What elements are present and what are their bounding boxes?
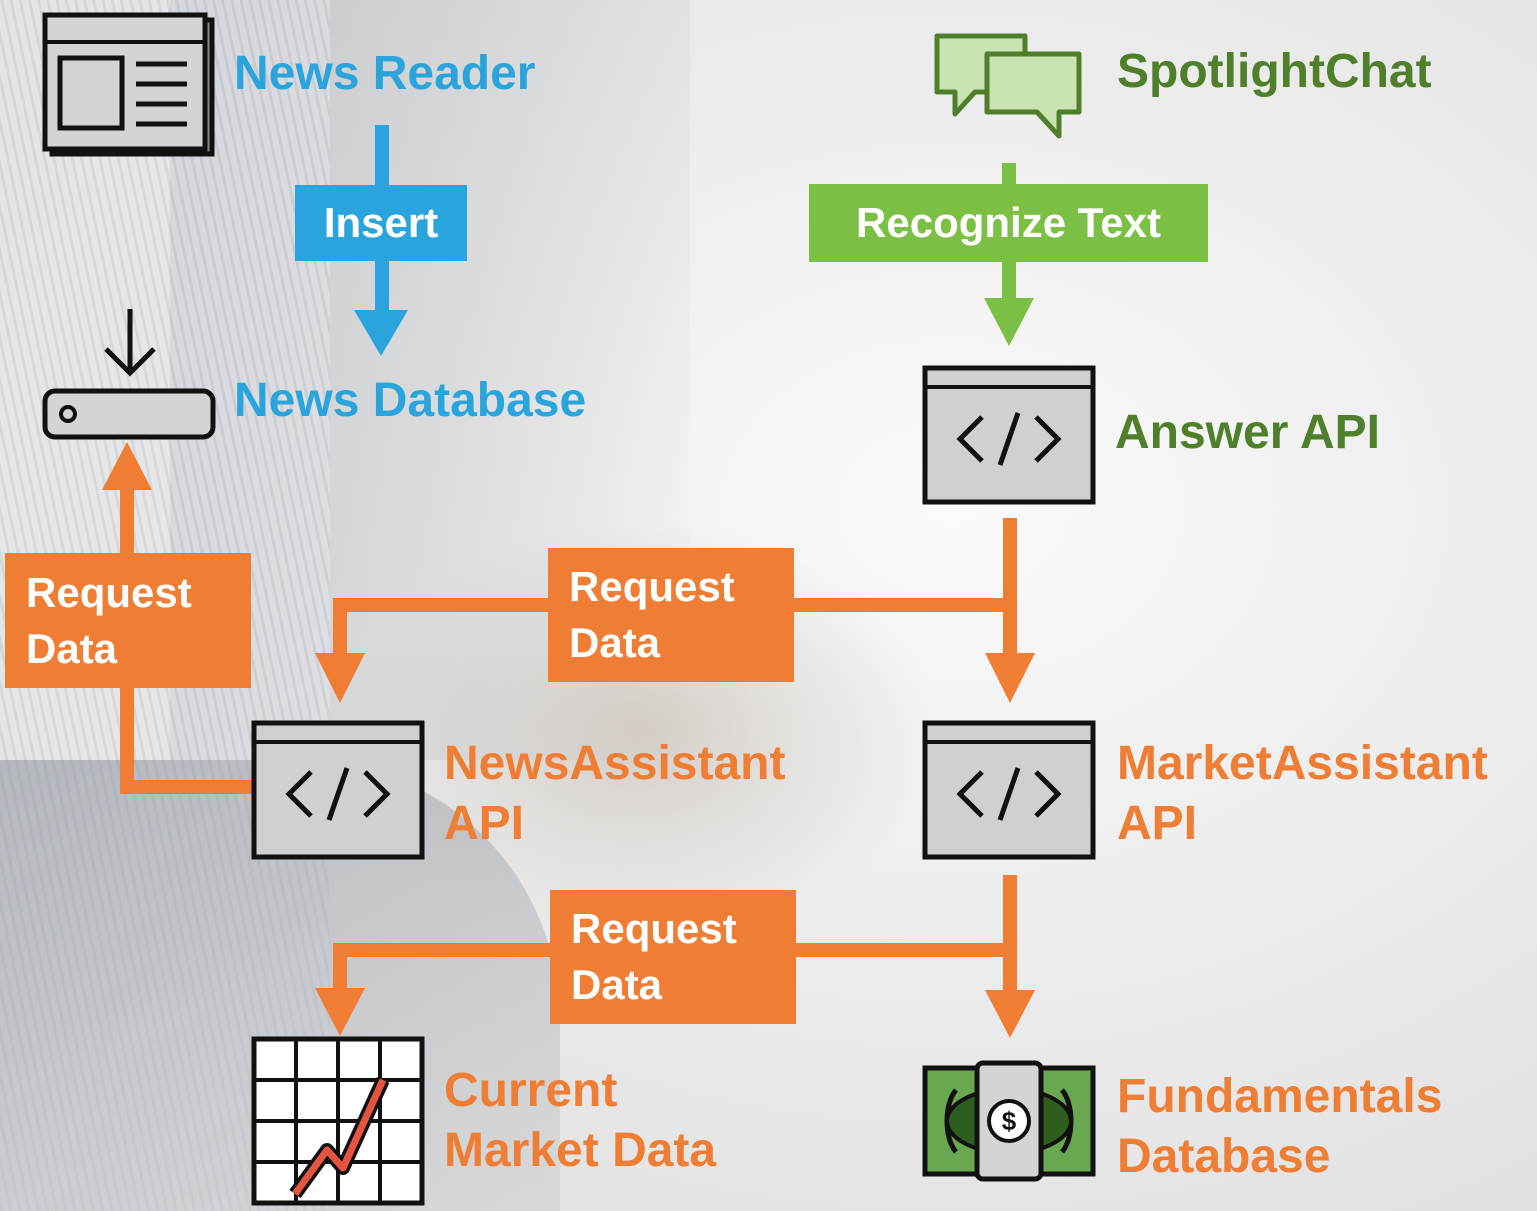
code-window-icon [922, 365, 1096, 505]
middle-request-arrowhead [315, 653, 365, 703]
fundamentals-database-label: Fundamentals Database [1117, 1067, 1442, 1187]
market-down-shaft [1003, 875, 1017, 995]
news-assistant-api-line-2: API [444, 797, 525, 850]
bottom-request-down-shaft [333, 943, 347, 993]
fundamentals-arrowhead [985, 990, 1035, 1038]
news-assistant-api-label: NewsAssistant API [444, 734, 785, 854]
answer-to-market-arrowhead [985, 653, 1035, 703]
money-bill-icon: $ [922, 1060, 1096, 1182]
chat-bubbles-icon [933, 30, 1085, 142]
current-market-data-line-1: Current [444, 1064, 618, 1117]
answer-api-label: Answer API [1115, 406, 1380, 459]
router-download-icon [42, 305, 218, 445]
request-data-left-edge-label: Request Data [5, 553, 251, 688]
market-assistant-api-line-2: API [1117, 797, 1198, 850]
current-market-data-line-2: Market Data [444, 1124, 717, 1177]
code-window-icon [251, 720, 425, 860]
request-data-middle-line-1: Request [569, 563, 735, 610]
request-data-bottom-edge-label: Request Data [550, 890, 796, 1024]
recognize-text-edge-label: Recognize Text [809, 184, 1208, 262]
news-reader-label: News Reader [234, 47, 536, 100]
fundamentals-database-line-2: Database [1117, 1130, 1331, 1183]
request-data-bottom-line-2: Data [571, 961, 663, 1008]
fundamentals-database-line-1: Fundamentals [1117, 1070, 1443, 1123]
insert-arrowhead [354, 310, 408, 356]
current-market-data-label: Current Market Data [444, 1061, 716, 1181]
request-data-left-line-1: Request [26, 568, 192, 616]
news-database-label: News Database [234, 374, 587, 427]
insert-edge-text: Insert [323, 199, 439, 246]
answer-to-market-shaft [1003, 518, 1017, 658]
recognize-arrowhead [984, 298, 1034, 346]
market-assistant-api-label: MarketAssistant API [1117, 734, 1488, 854]
middle-request-down-shaft [333, 598, 347, 658]
request-data-bottom-line-1: Request [571, 905, 737, 952]
recognize-text-edge-text: Recognize Text [856, 199, 1161, 246]
request-data-middle-edge-label: Request Data [548, 548, 794, 682]
market-assistant-api-line-1: MarketAssistant [1117, 737, 1488, 790]
newspaper-icon [42, 12, 218, 158]
spotlight-chat-label: SpotlightChat [1117, 45, 1432, 98]
left-request-arrowhead [102, 442, 152, 490]
code-window-icon [922, 720, 1096, 860]
request-data-left-line-2: Data [26, 624, 118, 672]
request-data-middle-line-2: Data [569, 619, 661, 666]
news-assistant-api-line-1: NewsAssistant [444, 737, 786, 790]
left-request-horizontal [120, 780, 255, 794]
stock-chart-icon [251, 1036, 425, 1208]
insert-edge-label: Insert [295, 185, 467, 261]
bottom-request-arrowhead [315, 988, 365, 1036]
svg-text:$: $ [1002, 1106, 1017, 1136]
